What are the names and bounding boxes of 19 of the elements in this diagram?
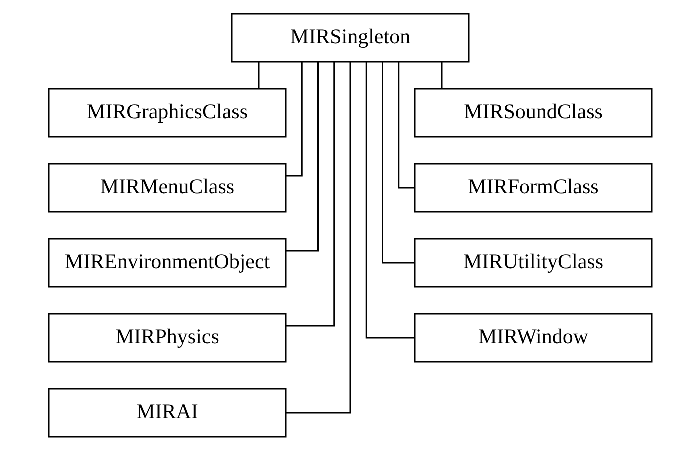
connector (382, 62, 414, 264)
connector (286, 62, 302, 177)
node-box: MIRWindow (414, 313, 652, 363)
node-box: MIRFormClass (414, 163, 652, 213)
connector (258, 62, 260, 89)
node-box: MIRSingleton (230, 13, 470, 63)
node-box: MIRMenuClass (48, 163, 286, 213)
node-box: MIREnvironmentObject (48, 238, 286, 288)
connector (286, 62, 318, 252)
connector (286, 62, 335, 327)
node-box: MIRAI (48, 388, 286, 438)
node-box: MIRSoundClass (414, 88, 652, 138)
node-box: MIRGraphicsClass (48, 88, 286, 138)
connector (286, 62, 351, 414)
connector (398, 62, 414, 189)
connector (440, 62, 442, 89)
node-box: MIRPhysics (48, 313, 286, 363)
node-box: MIRUtilityClass (414, 238, 652, 288)
connector (365, 62, 414, 339)
